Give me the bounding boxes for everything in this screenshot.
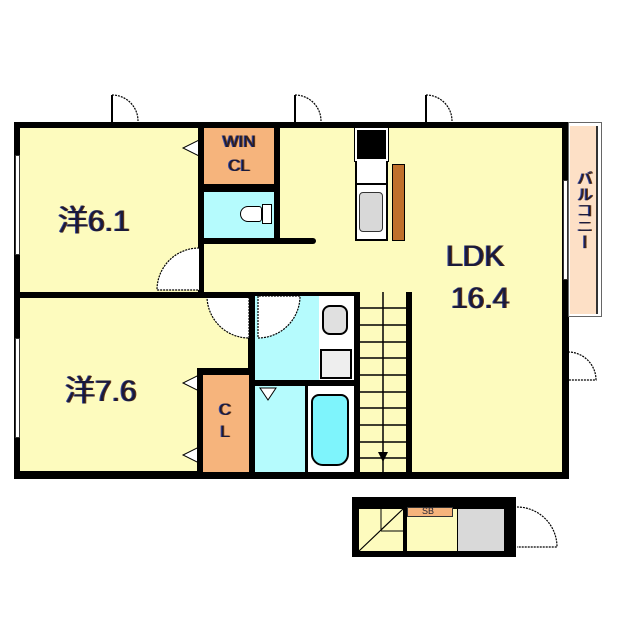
label-ldk-line2: 16.4: [451, 282, 510, 315]
washbasin: [322, 305, 348, 335]
door-top-2: [294, 94, 322, 122]
ldk-right: [412, 292, 562, 472]
door-room1: [156, 247, 200, 291]
western-room-2: [20, 298, 198, 471]
stair-wall-right: [406, 292, 412, 472]
wall-v-2: [274, 122, 280, 244]
door-right: [567, 351, 597, 381]
door-entrance: [516, 506, 558, 548]
ldk-lower: [354, 244, 562, 292]
bath-door-marker: [259, 387, 277, 401]
wall-wash-bottom: [255, 380, 355, 386]
toilet-bowl: [240, 206, 262, 222]
storage-diagonal: [358, 508, 404, 552]
kitchen-counter-white: [355, 161, 388, 183]
ldk: [280, 128, 562, 244]
storage-cell-3: [458, 509, 504, 551]
closet: [203, 375, 249, 472]
washroom-lower: [255, 386, 305, 472]
wall-closet-left: [197, 368, 203, 472]
window-balcony: [563, 180, 568, 280]
shoe-box-label: SB: [422, 506, 435, 516]
kitchen-bar-counter: [392, 164, 405, 241]
door-top-3: [425, 94, 453, 122]
wall-v-1: [198, 122, 204, 242]
window-left-2: [15, 338, 20, 438]
wall-closet-top: [197, 368, 255, 375]
wall-h-2: [204, 184, 274, 192]
closet-door-markers: [181, 139, 200, 464]
door-top-1: [111, 94, 139, 122]
label-balcony: バルコニー: [574, 170, 591, 250]
hallway: [204, 244, 354, 292]
storage-unit: SB: [352, 497, 516, 557]
window-left-1: [15, 155, 20, 255]
stair-arrow-icon: [378, 452, 388, 462]
label-win-cl-line1: WIN: [222, 132, 256, 151]
door-washroom: [257, 295, 301, 339]
washing-machine: [320, 349, 352, 379]
label-win-cl-line2: CL: [228, 156, 250, 175]
wall-h-1: [14, 292, 254, 298]
kitchen-stove: [354, 127, 389, 162]
label-ldk-line1: LDK: [446, 240, 505, 273]
door-room2: [206, 295, 250, 339]
wall-v-3: [249, 292, 255, 472]
label-western-room-2: 洋7.6: [65, 375, 137, 408]
stair-wall-left: [354, 292, 360, 472]
label-cl-line2: L: [220, 422, 230, 441]
balcony: [570, 126, 598, 314]
label-cl-line1: C: [218, 400, 232, 419]
stair-treads: [360, 292, 406, 472]
walk-in-closet: [204, 128, 274, 184]
bathtub: [311, 394, 349, 466]
wall-v-bath: [305, 386, 308, 472]
shoe-box: [407, 507, 453, 517]
label-western-room-1: 洋6.1: [58, 205, 130, 238]
sink-basin: [359, 192, 383, 232]
toilet-tank: [262, 204, 272, 224]
